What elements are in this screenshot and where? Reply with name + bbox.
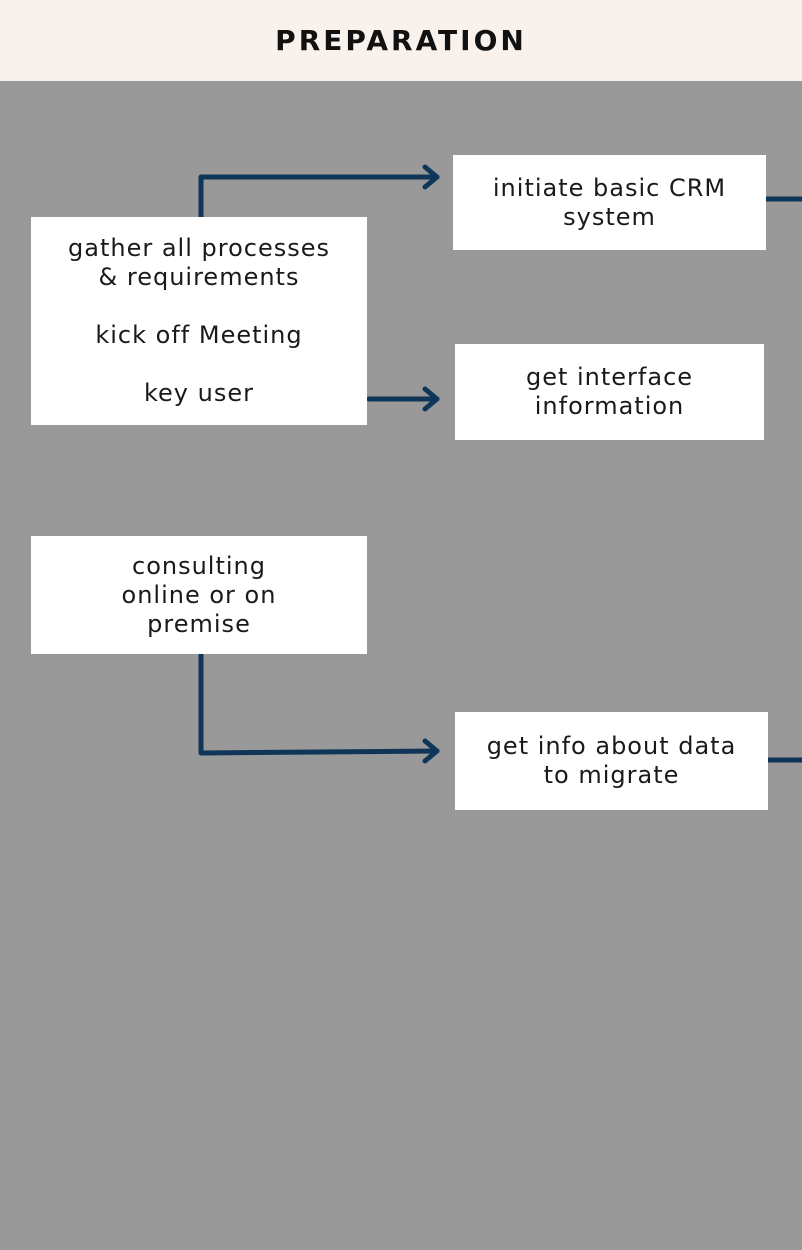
node-text: to migrate [543, 761, 680, 789]
header-banner: PREPARATION [0, 0, 802, 81]
connector-gather-to-crm [198, 174, 440, 220]
node-gather-requirements: gather all processes & requirements kick… [31, 217, 367, 425]
node-text: initiate basic CRM [492, 173, 727, 202]
node-text: kick off Meeting [95, 321, 303, 349]
node-text: key user [144, 379, 254, 407]
node-text: premise [147, 609, 251, 638]
node-interface-information: get interface information [455, 344, 764, 440]
node-text: gather all processes [68, 234, 330, 262]
node-initiate-crm: initiate basic CRM system [453, 155, 766, 250]
node-text: information [534, 392, 685, 420]
arrowhead-crm [422, 164, 440, 190]
connector-consulting-to-migrate [198, 651, 440, 756]
node-text: consulting [132, 551, 266, 580]
node-text: get info about data [486, 732, 737, 760]
node-consulting: consulting online or on premise [31, 536, 367, 654]
arrowhead-migrate [422, 738, 440, 764]
arrowhead-interface [422, 386, 440, 412]
node-text: & requirements [98, 263, 300, 291]
node-data-migration: get info about data to migrate [455, 712, 768, 810]
page-title: PREPARATION [275, 24, 527, 57]
node-text: online or on [121, 580, 277, 609]
node-text: system [563, 202, 656, 231]
node-text: get interface [525, 363, 694, 391]
